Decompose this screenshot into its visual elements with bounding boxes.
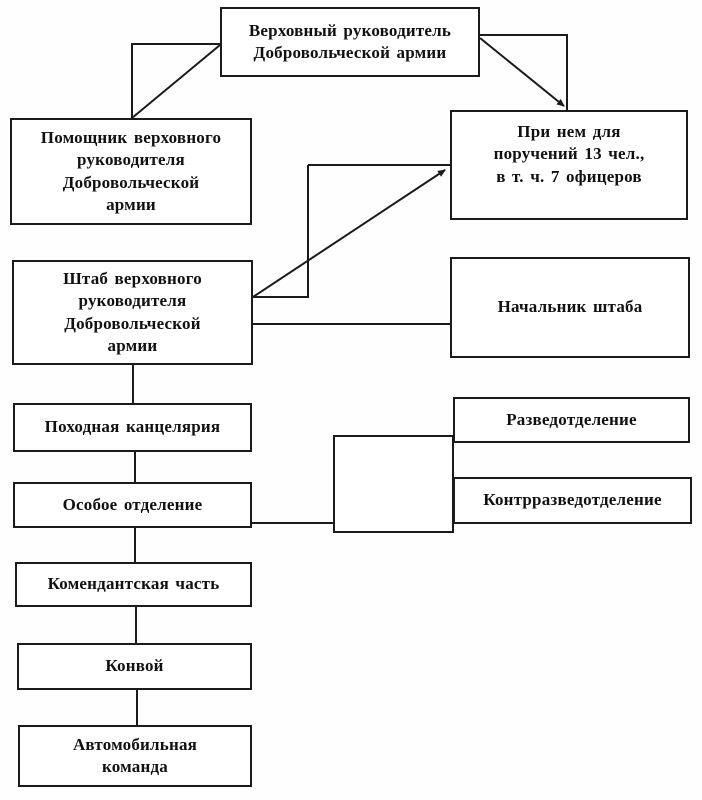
- edge-supreme-assistant-diag: [131, 44, 221, 119]
- edge-supreme-errands-diag: [479, 37, 565, 107]
- node-assistant: Помощник верховного руководителя Доброво…: [10, 118, 252, 225]
- node-supreme-leader: Верховный руководитель Добровольческой а…: [220, 7, 480, 77]
- node-staff: Штаб верховного руководителя Добровольче…: [12, 260, 253, 365]
- node-counterintelligence-dept: Контрразведотделение: [453, 477, 692, 524]
- node-convoy: Конвой: [17, 643, 252, 690]
- node-special-section: Особое отделение: [13, 482, 252, 528]
- junction-box: [333, 435, 454, 533]
- edge-staff-errands-diag: [252, 169, 446, 298]
- node-field-chancellery: Походная канцелярия: [13, 403, 252, 452]
- node-errands-detail: При нем для поручений 13 чел., в т. ч. 7…: [450, 110, 688, 220]
- node-intelligence-dept: Разведотделение: [453, 397, 690, 443]
- node-automobile-team: Автомобильная команда: [18, 725, 252, 787]
- node-commandant-unit: Комендантская часть: [15, 562, 252, 607]
- node-chief-of-staff: Начальник штаба: [450, 257, 690, 358]
